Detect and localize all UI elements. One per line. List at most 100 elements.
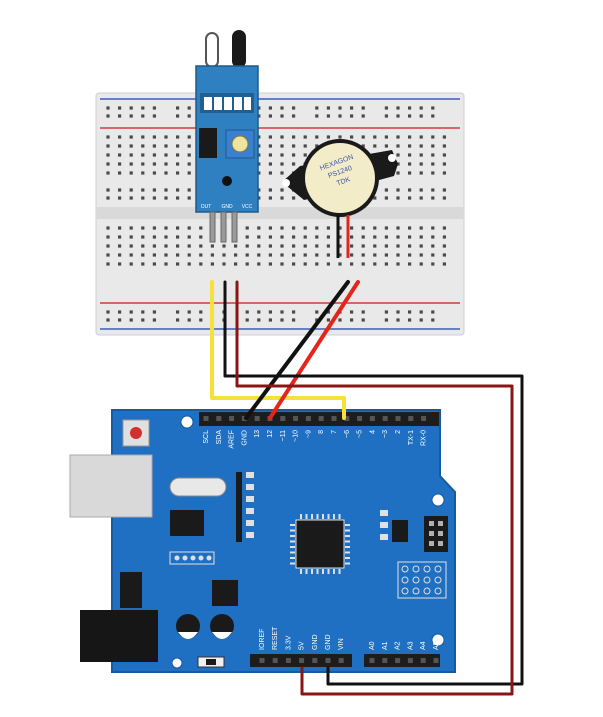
potentiometer-knob-icon (231, 135, 249, 153)
breadboard-hole (129, 135, 133, 139)
breadboard-hole (106, 253, 110, 257)
breadboard-hole (303, 135, 307, 139)
breadboard-hole (257, 135, 261, 139)
breadboard-hole (431, 188, 435, 192)
breadboard-hole (315, 235, 319, 239)
breadboard-hole (280, 188, 284, 192)
breadboard-hole (326, 244, 330, 248)
analog-header-label: A5 (433, 641, 440, 650)
breadboard-hole (234, 244, 238, 248)
breadboard-hole (199, 310, 203, 314)
breadboard-hole (118, 253, 122, 257)
breadboard-hole (176, 318, 180, 322)
breadboard-hole (338, 106, 342, 110)
breadboard-hole (129, 162, 133, 166)
crystal-icon (169, 477, 227, 497)
breadboard-hole (187, 318, 191, 322)
breadboard-hole (442, 171, 446, 175)
breadboard-hole (280, 162, 284, 166)
breadboard-hole (442, 235, 446, 239)
breadboard-hole (164, 226, 168, 230)
breadboard-hole (442, 244, 446, 248)
breadboard-hole (315, 106, 319, 110)
power-header-label: VIN (338, 638, 345, 650)
breadboard-hole (315, 244, 319, 248)
analog-header-label: A2 (395, 641, 402, 650)
breadboard-hole (338, 253, 342, 257)
breadboard-hole (280, 114, 284, 118)
breadboard-hole (257, 196, 261, 200)
pad-grid-hole (401, 587, 409, 595)
breadboard-hole (419, 226, 423, 230)
breadboard-hole (176, 144, 180, 148)
digital-header-label: TX-1 (408, 430, 415, 445)
breadboard-hole (164, 144, 168, 148)
breadboard-hole (129, 318, 133, 322)
breadboard-hole (106, 171, 110, 175)
breadboard-hole (431, 162, 435, 166)
breadboard-hole (408, 153, 412, 157)
digital-header-label: ~6 (344, 430, 351, 438)
digital-header-pin (382, 416, 388, 421)
breadboard-hole (442, 196, 446, 200)
usb-interface-chip (170, 510, 204, 536)
breadboard-hole (257, 235, 261, 239)
analog-header-pin (433, 658, 439, 663)
power-header-label: IOREF (259, 629, 266, 650)
breadboard-hole (245, 318, 249, 322)
breadboard-hole (129, 226, 133, 230)
breadboard-hole (280, 135, 284, 139)
breadboard-hole (106, 153, 110, 157)
breadboard-hole (280, 318, 284, 322)
breadboard-hole (431, 171, 435, 175)
breadboard-hole (419, 244, 423, 248)
pad-grid-hole (434, 576, 442, 584)
breadboard-hole (129, 244, 133, 248)
digital-header-pin (280, 416, 286, 421)
breadboard-hole (315, 262, 319, 266)
digital-header-label: ~11 (280, 430, 287, 441)
microcontroller-pins (290, 514, 350, 574)
breadboard-hole (245, 253, 249, 257)
breadboard-hole (176, 262, 180, 266)
digital-header-pin (408, 416, 414, 421)
breadboard-hole (384, 318, 388, 322)
breadboard-hole (396, 196, 400, 200)
digital-header-pin (293, 416, 299, 421)
breadboard-hole (315, 135, 319, 139)
icsp-pin (438, 541, 443, 546)
breadboard-hole (373, 262, 377, 266)
breadboard-hole (396, 114, 400, 118)
breadboard-hole (268, 135, 272, 139)
icsp-pin (438, 521, 443, 526)
breadboard-hole (292, 196, 296, 200)
digital-header-pin (421, 416, 427, 421)
breadboard-hole (396, 318, 400, 322)
breadboard-hole (176, 188, 180, 192)
breadboard-hole (152, 188, 156, 192)
breadboard-hole (315, 310, 319, 314)
wire-red-buzzer-signal (268, 280, 360, 420)
breadboard-hole (245, 244, 249, 248)
breadboard-hole (373, 253, 377, 257)
power-header-pin (299, 658, 305, 663)
breadboard-hole (292, 162, 296, 166)
pad-grid-hole (412, 565, 420, 573)
breadboard-hole (338, 135, 342, 139)
pad-grid-hole (423, 565, 431, 573)
breadboard-hole (384, 226, 388, 230)
digital-header-label: 7 (331, 430, 338, 434)
breadboard-hole (431, 253, 435, 257)
breadboard-hole (338, 235, 342, 239)
breadboard-hole (384, 262, 388, 266)
power-header-pin (325, 658, 331, 663)
breadboard-hole (187, 262, 191, 266)
breadboard-hole (292, 244, 296, 248)
breadboard-hole (280, 196, 284, 200)
breadboard-hole (141, 171, 145, 175)
digital-header-pin (357, 416, 363, 421)
breadboard-hole (326, 106, 330, 110)
breadboard-hole (315, 114, 319, 118)
breadboard-hole (350, 262, 354, 266)
breadboard-hole (106, 318, 110, 322)
